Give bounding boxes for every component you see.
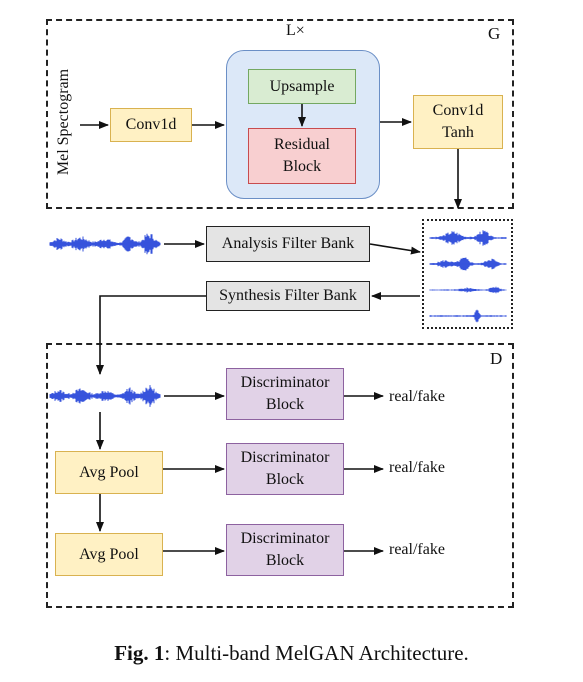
figure-caption: Fig. 1: Multi-band MelGAN Architecture.	[0, 641, 583, 666]
output-label-3: real/fake	[389, 541, 445, 558]
discriminator-block-1: Discriminator Block	[226, 368, 344, 420]
subband-waveform-1	[429, 230, 507, 246]
analysis-filter-bank: Analysis Filter Bank	[206, 226, 370, 262]
subband-waveform-3	[429, 286, 507, 294]
repeat-label: L×	[286, 22, 305, 39]
synthesis-filter-bank: Synthesis Filter Bank	[206, 281, 370, 311]
output-label-1: real/fake	[389, 388, 445, 405]
discriminator-region	[46, 343, 514, 608]
discriminator-block-3: Discriminator Block	[226, 524, 344, 576]
avg-pool-2: Avg Pool	[55, 533, 163, 576]
discriminator-block-2: Discriminator Block	[226, 443, 344, 495]
generator-corner-label: G	[488, 24, 501, 43]
avg-pool-1: Avg Pool	[55, 451, 163, 494]
conv1d-tanh-block: Conv1d Tanh	[413, 95, 503, 149]
generator-region	[46, 19, 514, 209]
caption-text: : Multi-band MelGAN Architecture.	[164, 641, 469, 665]
subband-waveform-2	[429, 257, 507, 271]
subband-waveform-4	[429, 309, 507, 323]
residual-block: Residual Block	[248, 128, 356, 184]
waveform-generated	[49, 233, 161, 255]
conv1d-block: Conv1d	[110, 108, 192, 142]
output-label-2: real/fake	[389, 459, 445, 476]
discriminator-corner-label: D	[490, 349, 503, 368]
caption-prefix: Fig. 1	[114, 641, 165, 665]
arrow-analysis-to-subbands	[369, 243, 421, 255]
arrow-synthesis-to-discriminator	[96, 295, 206, 375]
upsample-block: Upsample	[248, 69, 356, 104]
subband-waveforms-box	[422, 219, 513, 329]
waveform-discriminator-input	[49, 385, 161, 407]
